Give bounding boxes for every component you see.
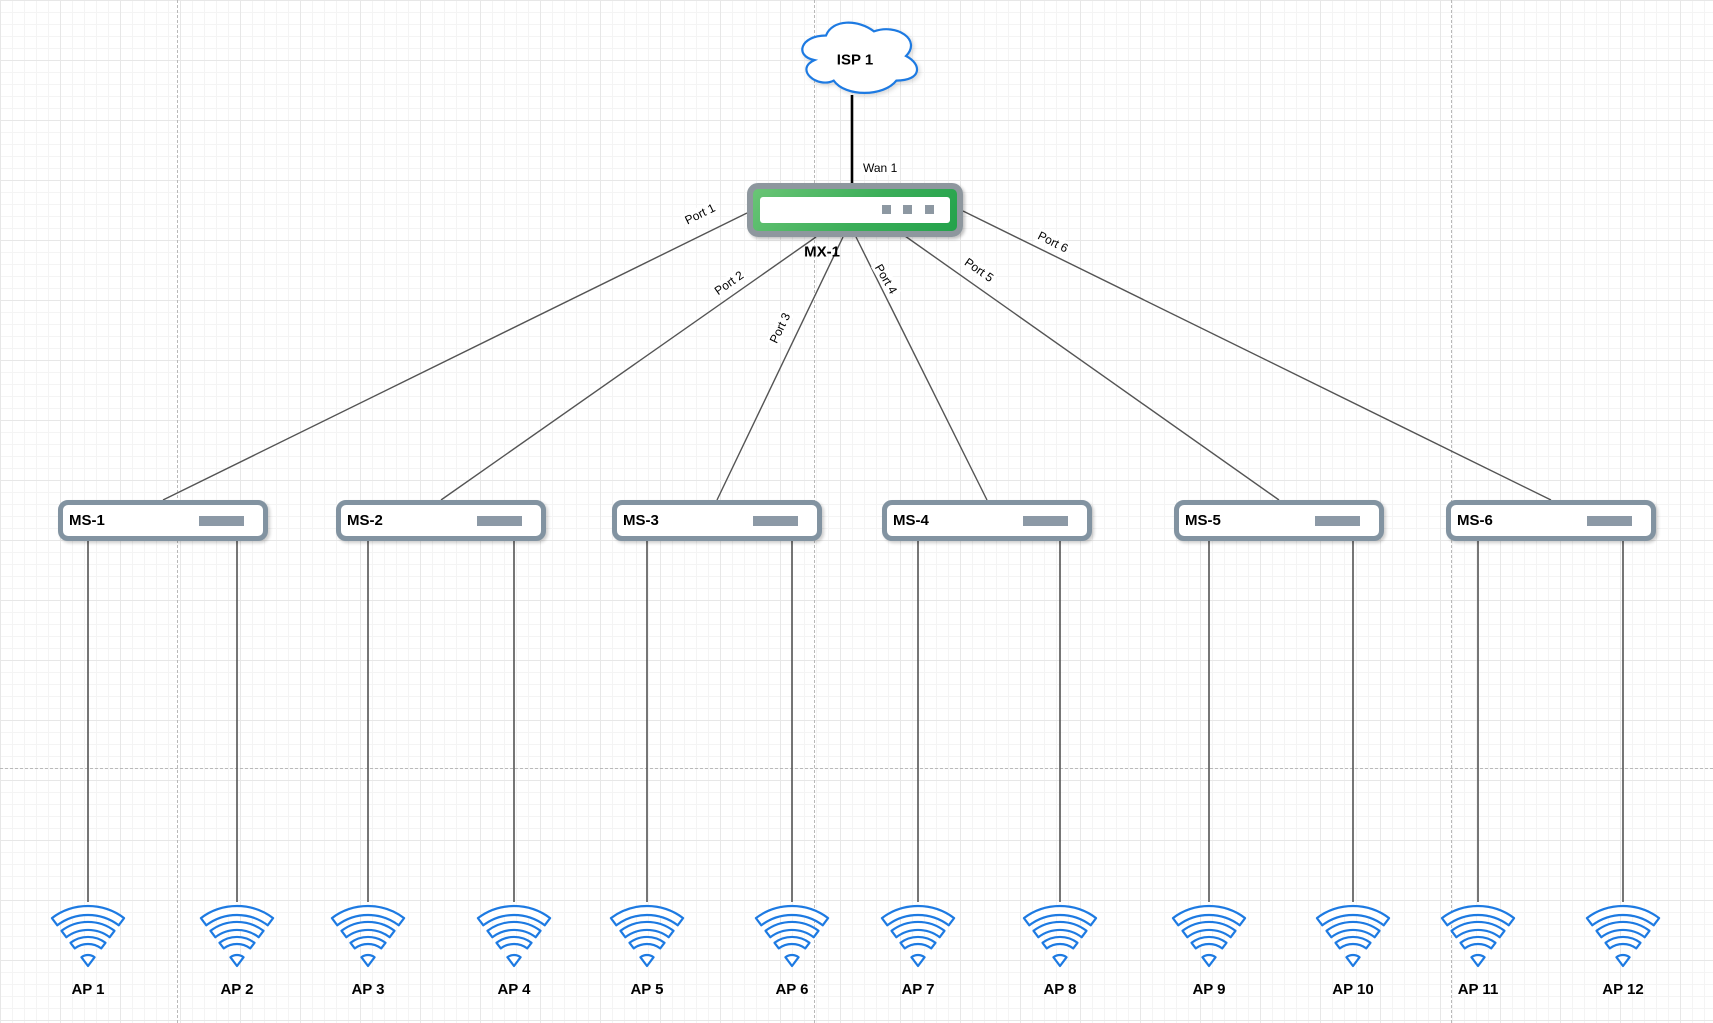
ap-label: AP 8	[1043, 981, 1077, 998]
wifi-icon	[50, 900, 126, 972]
ap-node-8[interactable]: AP 8	[1015, 900, 1105, 998]
wifi-icon	[1022, 900, 1098, 972]
edge-port-4[interactable]	[855, 236, 988, 501]
ap-node-1[interactable]: AP 1	[43, 900, 133, 998]
wifi-icon	[880, 900, 956, 972]
wifi-icon	[199, 900, 275, 972]
ap-label: AP 9	[1192, 981, 1226, 998]
switch-ms-6[interactable]: MS-6	[1446, 500, 1656, 541]
edge-port-5[interactable]	[904, 235, 1280, 501]
ap-label: AP 3	[351, 981, 385, 998]
ap-label: AP 11	[1457, 981, 1499, 998]
ap-node-2[interactable]: AP 2	[192, 900, 282, 998]
edge-port-1[interactable]	[162, 212, 748, 501]
ap-node-11[interactable]: AP 11	[1433, 900, 1523, 998]
mx-led	[903, 205, 912, 214]
switch-label: MS-1	[69, 512, 105, 529]
wifi-icon	[330, 900, 406, 972]
ap-node-7[interactable]: AP 7	[873, 900, 963, 998]
ap-label: AP 10	[1332, 981, 1374, 998]
switch-ms-3[interactable]: MS-3	[612, 500, 822, 541]
wan-edge-label: Wan 1	[861, 161, 900, 175]
ap-label: AP 1	[71, 981, 105, 998]
switch-ms-5[interactable]: MS-5	[1174, 500, 1384, 541]
switch-port-bar	[1023, 516, 1068, 526]
switch-ms-4[interactable]: MS-4	[882, 500, 1092, 541]
wifi-icon	[609, 900, 685, 972]
switch-port-bar	[199, 516, 244, 526]
switch-port-bar	[1315, 516, 1360, 526]
mx-faceplate	[760, 197, 950, 223]
cloud-icon	[801, 21, 918, 94]
ap-node-5[interactable]: AP 5	[602, 900, 692, 998]
switch-port-bar	[477, 516, 522, 526]
ap-label: AP 6	[775, 981, 809, 998]
ap-node-9[interactable]: AP 9	[1164, 900, 1254, 998]
mx-device[interactable]	[747, 183, 963, 237]
switch-port-bar	[1587, 516, 1632, 526]
ap-node-12[interactable]: AP 12	[1578, 900, 1668, 998]
edge-port-6[interactable]	[962, 210, 1552, 501]
wifi-icon	[1585, 900, 1661, 972]
wifi-icon	[1315, 900, 1391, 972]
switch-label: MS-4	[893, 512, 929, 529]
isp-cloud[interactable]	[792, 13, 924, 99]
switch-label: MS-3	[623, 512, 659, 529]
switch-label: MS-2	[347, 512, 383, 529]
wifi-icon	[754, 900, 830, 972]
mx-label: MX-1	[804, 243, 840, 261]
ap-label: AP 12	[1602, 981, 1644, 998]
ap-label: AP 4	[497, 981, 531, 998]
ap-label: AP 5	[630, 981, 664, 998]
switch-label: MS-5	[1185, 512, 1221, 529]
mx-led	[925, 205, 934, 214]
ap-node-6[interactable]: AP 6	[747, 900, 837, 998]
wifi-icon	[476, 900, 552, 972]
isp-label: ISP 1	[836, 51, 874, 69]
ap-label: AP 7	[901, 981, 935, 998]
edge-port-2[interactable]	[440, 236, 817, 501]
ap-node-4[interactable]: AP 4	[469, 900, 559, 998]
ap-label: AP 2	[220, 981, 254, 998]
ap-node-10[interactable]: AP 10	[1308, 900, 1398, 998]
switch-ms-1[interactable]: MS-1	[58, 500, 268, 541]
switch-label: MS-6	[1457, 512, 1493, 529]
wifi-icon	[1171, 900, 1247, 972]
switch-port-bar	[753, 516, 798, 526]
wifi-icon	[1440, 900, 1516, 972]
mx-led	[882, 205, 891, 214]
switch-ms-2[interactable]: MS-2	[336, 500, 546, 541]
ap-node-3[interactable]: AP 3	[323, 900, 413, 998]
page-break-line	[0, 768, 1713, 769]
edge-port-3[interactable]	[716, 236, 844, 501]
